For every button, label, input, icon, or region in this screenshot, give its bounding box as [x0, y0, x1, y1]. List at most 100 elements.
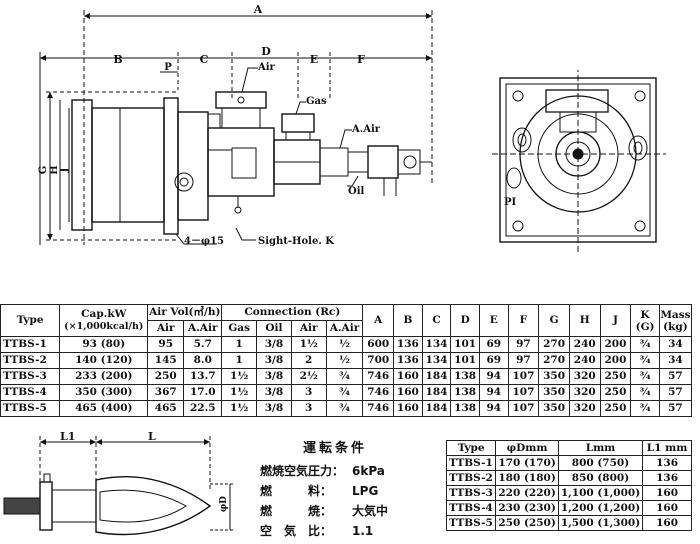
callout-gas: Gas: [306, 96, 327, 107]
col-b: B: [393, 304, 423, 337]
cell-gas: 1: [221, 336, 258, 353]
col-d: D: [450, 304, 480, 337]
col-conn-gas: Gas: [221, 320, 258, 337]
cell-l1: 136: [642, 470, 692, 486]
cell-cap: 465 (400): [59, 400, 149, 417]
cell-l: 850 (800): [557, 470, 644, 486]
col-a: A: [362, 304, 395, 337]
cell-k: ¾: [630, 352, 660, 369]
cell-d: 138: [450, 384, 480, 401]
cell-g: 270: [538, 336, 570, 353]
cell-l1: 160: [642, 485, 692, 501]
col-type: Type: [445, 440, 497, 456]
cell-oil: 3/8: [256, 352, 292, 369]
cell-c: 184: [421, 368, 452, 385]
cell-g: 350: [538, 368, 570, 385]
cell-a-air: 5.7: [183, 336, 223, 353]
condition-row: 燃 焼：大気中: [260, 504, 389, 518]
cell-l: 800 (750): [557, 455, 644, 471]
col-l: Lmm: [557, 440, 644, 456]
cell-j: 250: [599, 368, 632, 385]
cell-e: 94: [478, 400, 509, 417]
cell-l: 1,100 (1,000): [557, 485, 644, 501]
col-k: K(G): [630, 304, 660, 337]
cell-type: TTBS-2: [445, 470, 497, 486]
cell-h: 240: [568, 352, 601, 369]
cell-a: 600: [362, 336, 395, 353]
cell-c-air: 3: [290, 384, 327, 401]
cell-c: 184: [421, 400, 452, 417]
col-j: J: [599, 304, 632, 337]
cell-cap: 93 (80): [59, 336, 149, 353]
cell-k: ¾: [630, 400, 660, 417]
col-conn-air: Air: [290, 320, 327, 337]
cell-k: ¾: [630, 368, 660, 385]
cell-d: 138: [450, 368, 480, 385]
cell-air: 465: [147, 400, 185, 417]
cell-a: 746: [362, 368, 395, 385]
cell-a: 746: [362, 400, 395, 417]
burner-front-view-drawing: PI: [492, 70, 666, 252]
cell-h: 320: [568, 368, 601, 385]
cell-e: 69: [478, 336, 509, 353]
cell-f: 107: [507, 368, 540, 385]
dim-label-d: D: [261, 45, 271, 58]
col-conn-oil: Oil: [256, 320, 292, 337]
cell-b: 160: [393, 368, 423, 385]
cell-d: 170 (170): [495, 455, 559, 471]
cell-type: TTBS-3: [445, 485, 497, 501]
cell-c-a_air: ½: [325, 336, 364, 353]
cell-l1: 160: [642, 515, 692, 531]
flame-label-phid: φD: [219, 496, 229, 512]
cell-h: 320: [568, 384, 601, 401]
dim-label-p: P: [164, 62, 172, 73]
cell-c-a_air: ¾: [325, 384, 364, 401]
cell-d: 101: [450, 352, 480, 369]
cell-h: 320: [568, 400, 601, 417]
cell-l: 1,200 (1,200): [557, 500, 644, 516]
cell-oil: 3/8: [256, 384, 292, 401]
cell-a: 746: [362, 384, 395, 401]
col-h: H: [568, 304, 601, 337]
cell-cap: 140 (120): [59, 352, 149, 369]
cell-type: TTBS-4: [0, 384, 61, 401]
callout-air: Air: [257, 62, 276, 73]
col-a-air: A.Air: [183, 320, 223, 337]
conditions-title: 運転条件: [303, 441, 368, 456]
cell-c-a_air: ½: [325, 352, 364, 369]
cell-k: ¾: [630, 336, 660, 353]
cell-j: 250: [599, 384, 632, 401]
cell-j: 250: [599, 400, 632, 417]
callout-sight-hole: Sight-Hole. K: [258, 236, 334, 247]
cell-b: 136: [393, 352, 423, 369]
cell-d: 220 (220): [495, 485, 559, 501]
col-e: E: [478, 304, 509, 337]
cell-type: TTBS-2: [0, 352, 61, 369]
cell-l1: 160: [642, 500, 692, 516]
cell-c-air: 2: [290, 352, 327, 369]
condition-row: 空 気 比：1.1: [260, 524, 374, 538]
cell-f: 107: [507, 384, 540, 401]
cell-type: TTBS-4: [445, 500, 497, 516]
cell-gas: 1½: [221, 384, 258, 401]
cell-l1: 136: [642, 455, 692, 471]
condition-row: 燃焼空気圧力：6kPa: [260, 464, 385, 478]
cell-mass: 34: [658, 352, 693, 369]
cell-j: 200: [599, 352, 632, 369]
col-f: F: [507, 304, 540, 337]
cell-g: 350: [538, 384, 570, 401]
cell-oil: 3/8: [256, 336, 292, 353]
cell-c-a_air: ¾: [325, 400, 364, 417]
cell-cap: 233 (200): [59, 368, 149, 385]
cell-f: 107: [507, 400, 540, 417]
dim-label-a: A: [253, 3, 263, 16]
burner-side-view-drawing: A B C D E F P G H J Air Gas A.Air Oil 4－…: [38, 3, 433, 247]
cell-type: TTBS-3: [0, 368, 61, 385]
